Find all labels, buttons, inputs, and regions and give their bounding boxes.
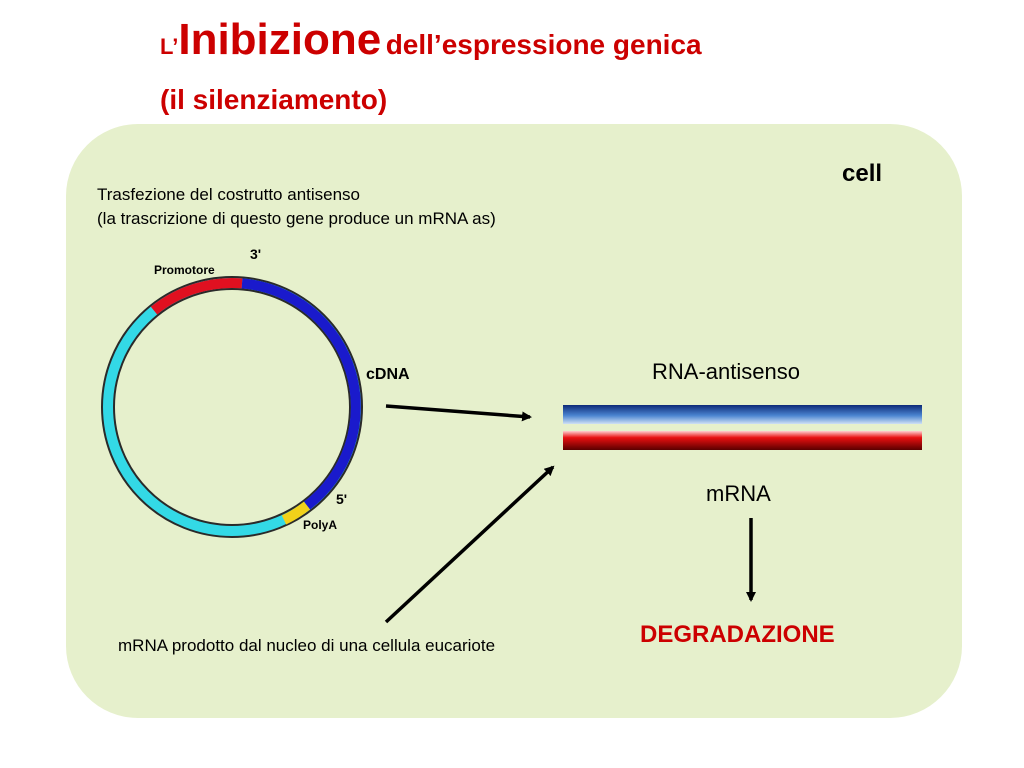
- nuclear-mrna-text: mRNA prodotto dal nucleo di una cellula …: [118, 636, 496, 655]
- title-rest: dell’espressione genica: [385, 29, 702, 60]
- cdna-segment: [241, 278, 361, 510]
- slide-title: L’Inibizione dell’espressione genica: [160, 18, 702, 62]
- cell-label: cell: [842, 160, 883, 187]
- transfection-text-line1: Trasfezione del costrutto antisenso: [97, 185, 361, 204]
- promoter-label: Promotore: [154, 263, 215, 277]
- transfection-text-line2: (la trascrizione di questo gene produce …: [97, 209, 496, 228]
- polya-label: PolyA: [303, 518, 338, 532]
- mrna-strand: [563, 431, 922, 450]
- nuclear-mrna-arrow: [384, 465, 555, 624]
- degradation-label: DEGRADAZIONE: [640, 621, 835, 648]
- antisense-rna-strand: [563, 405, 922, 424]
- title-main-word: Inibizione: [178, 15, 382, 64]
- title-prefix: L’: [160, 34, 179, 59]
- polya-segment: [281, 501, 311, 525]
- mrna-label: mRNA: [706, 481, 771, 506]
- five-prime-label: 5': [336, 491, 348, 507]
- three-prime-label: 3': [250, 246, 262, 262]
- transcription-arrow: [385, 404, 532, 422]
- promoter-segment: [150, 278, 243, 315]
- cdna-label: cDNA: [366, 366, 410, 383]
- slide-subtitle: (il silenziamento): [160, 84, 388, 115]
- rna-antisense-label: RNA-antisenso: [652, 359, 800, 384]
